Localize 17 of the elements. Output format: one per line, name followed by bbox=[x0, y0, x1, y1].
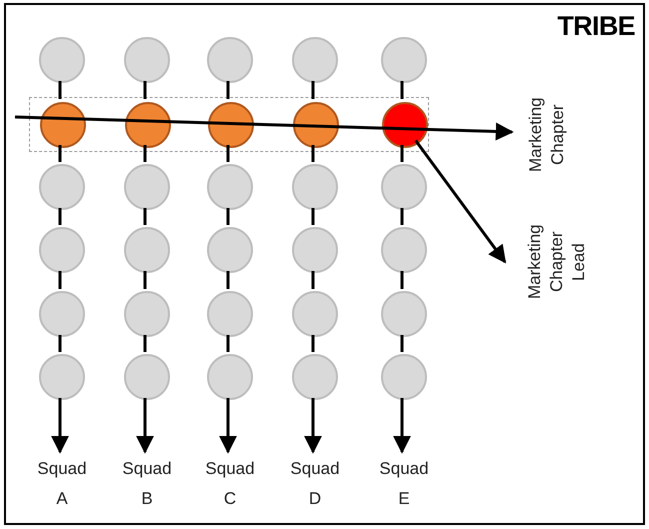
arrow bbox=[136, 398, 154, 454]
arrow bbox=[51, 398, 69, 454]
squad-label: Squad A bbox=[22, 454, 102, 506]
chapter-label: Marketing Chapter Lead bbox=[507, 214, 607, 310]
squad-label: Squad C bbox=[190, 454, 270, 506]
arrow bbox=[14, 116, 514, 140]
chapter-label: Marketing Chapter bbox=[514, 80, 580, 190]
tribe-frame bbox=[4, 3, 645, 525]
squad-label: Squad E bbox=[364, 454, 444, 506]
squad-label: Squad D bbox=[275, 454, 355, 506]
squad-label: Squad B bbox=[107, 454, 187, 506]
arrow bbox=[304, 398, 322, 454]
tribe-title: TRIBE bbox=[557, 13, 635, 40]
arrow bbox=[393, 398, 411, 454]
arrow bbox=[414, 140, 506, 264]
arrow bbox=[219, 398, 237, 454]
chapter-band bbox=[29, 97, 429, 152]
